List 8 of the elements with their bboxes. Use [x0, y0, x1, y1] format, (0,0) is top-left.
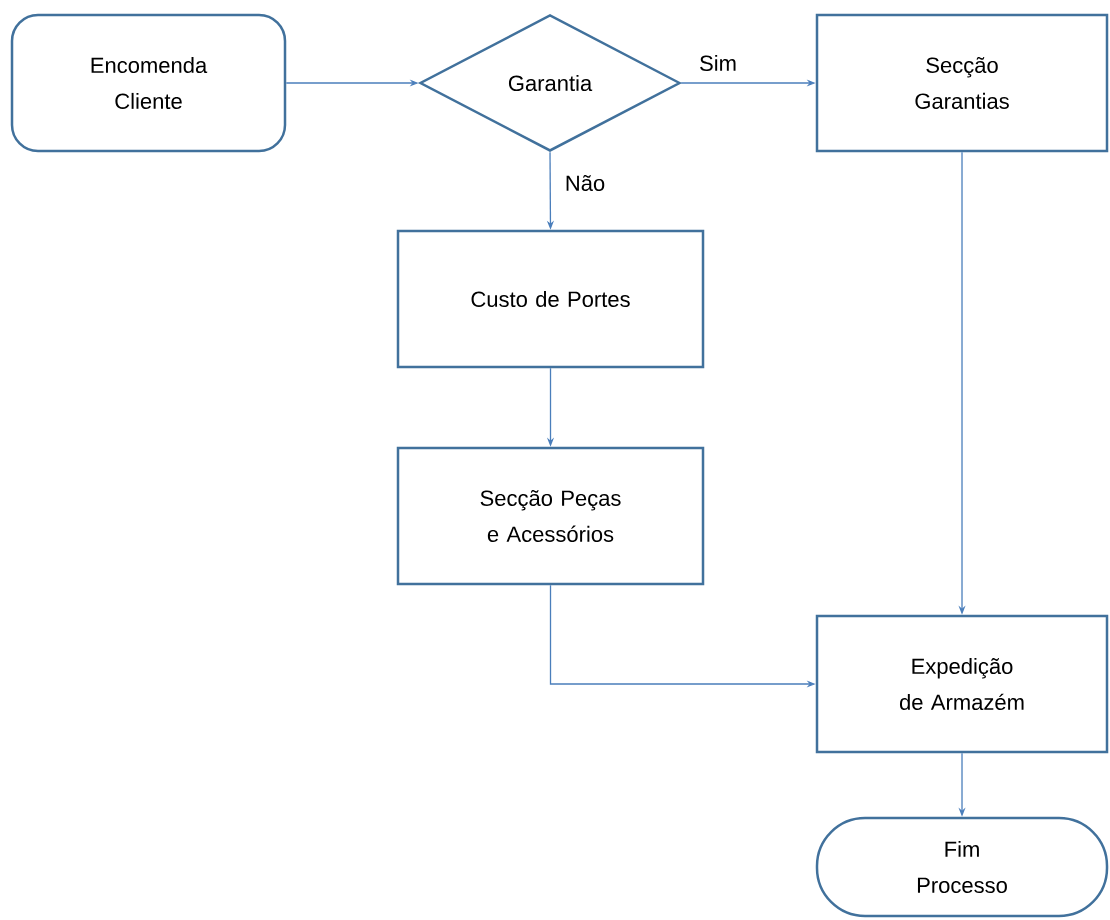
- edge-label: Sim: [700, 54, 736, 72]
- process-box: Expedição de Armazém: [815, 614, 1109, 754]
- process-box: Custo de Portes: [396, 229, 705, 369]
- process-box: Secção Garantias: [815, 13, 1109, 153]
- process-box: Secção Peças e Acessórios: [396, 446, 705, 586]
- terminal-box: Fim Processo: [815, 816, 1109, 918]
- edge-label: Não: [566, 175, 605, 191]
- start-box: Encomenda Cliente: [10, 13, 287, 153]
